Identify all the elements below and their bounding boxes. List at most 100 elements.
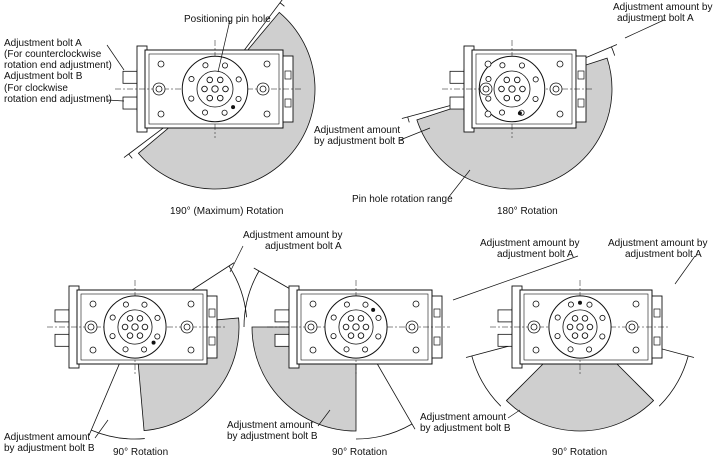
adjust-arc-a	[658, 355, 689, 407]
center-hole	[347, 315, 355, 322]
center-hole	[222, 85, 229, 93]
body-mounting-hole	[556, 110, 564, 118]
center-hole	[586, 323, 594, 331]
leader-pin-range	[447, 169, 471, 199]
table-mounting-hole	[122, 301, 129, 308]
table-mounting-hole	[188, 76, 195, 83]
caption-180-rotation: 180° Rotation	[497, 206, 558, 217]
table-mounting-hole	[202, 62, 209, 69]
label-amount-a-bm-1: Adjustment amount by	[480, 238, 580, 249]
label-bolt-a-desc1: (For counterclockwise	[4, 49, 102, 60]
bracket	[433, 308, 441, 318]
table-mounting-hole	[554, 333, 561, 340]
body-mounting-hole	[412, 300, 420, 308]
actuator-190	[115, 0, 316, 190]
body-mounting-hole	[89, 300, 97, 308]
label-amount-a-br-2: adjustment bolt A	[625, 249, 702, 260]
center-hole	[581, 332, 589, 339]
label-amount-a-top-right-2: adjustment bolt A	[617, 13, 694, 24]
table-mounting-hole	[343, 346, 350, 353]
table-mounting-hole	[375, 333, 382, 340]
adjust-arc-b	[471, 355, 502, 407]
table-mounting-hole	[362, 301, 369, 308]
center-hole	[357, 315, 365, 322]
adjust-arc-a	[611, 46, 616, 56]
label-pin-hole-range: Pin hole rotation range	[352, 194, 453, 205]
leader-positioning-pin	[217, 19, 231, 73]
center-bore	[211, 85, 219, 93]
leader-bolt-a	[106, 44, 125, 71]
adjustment-bolt-b	[54, 333, 70, 347]
label-amount-b-top-1: Adjustment amount	[314, 125, 401, 136]
adjust-arc-a	[355, 423, 413, 440]
table-mounting-hole	[235, 76, 242, 83]
center-hole	[136, 332, 144, 339]
leader-amount-a-top	[624, 19, 665, 39]
leader-amount-a-bm	[452, 255, 579, 301]
adjustment-bolt-b	[122, 96, 138, 110]
body-mounting-hole	[157, 110, 165, 118]
adjust-arc-a	[279, 2, 285, 7]
label-bolt-b-desc2: rotation end adjustment)	[4, 94, 112, 105]
leader-amount-b-bl	[94, 419, 109, 439]
port-left-inner	[482, 85, 490, 93]
label-amount-b-bm-1: Adjustment amount	[227, 420, 314, 431]
adjustment-bolt-a	[274, 309, 290, 323]
center-hole	[498, 85, 505, 93]
bracket	[653, 336, 661, 346]
center-hole	[216, 94, 224, 102]
table-mounting-hole	[532, 95, 539, 102]
body-mounting-hole	[412, 346, 420, 354]
table-mounting-hole	[109, 333, 116, 340]
positioning-pin-hole	[151, 340, 156, 345]
positioning-pin-hole	[231, 105, 236, 110]
table-mounting-hole	[109, 314, 116, 321]
port-left-inner	[155, 85, 163, 93]
body-mounting-hole	[632, 300, 640, 308]
body-mounting-hole	[484, 60, 492, 68]
center-hole	[503, 76, 511, 84]
positioning-pin-hole	[578, 300, 582, 305]
leader-bolt-b	[106, 99, 125, 102]
caption-90-rotation-2: 90° Rotation	[332, 447, 388, 458]
leader-amount-b-br	[507, 409, 521, 419]
center-bore	[131, 323, 139, 331]
body-mounting-hole	[263, 60, 271, 68]
label-amount-b-bl-1: Adjustment amount	[4, 432, 91, 443]
adjust-arc-b	[91, 429, 145, 440]
center-hole	[571, 332, 579, 339]
adjustment-bolt-b	[497, 333, 513, 347]
body-mounting-hole	[632, 346, 640, 354]
center-bore	[352, 323, 360, 331]
center-hole	[342, 323, 350, 331]
table-mounting-hole	[330, 314, 337, 321]
label-amount-a-bl-2: adjustment bolt A	[265, 241, 342, 252]
body-mounting-hole	[157, 60, 165, 68]
table-mounting-hole	[221, 62, 228, 69]
bracket	[208, 336, 216, 346]
label-bolt-b-desc1: (For clockwise	[4, 83, 68, 94]
label-amount-a-bl-1: Adjustment amount by	[243, 230, 343, 241]
port-right-inner	[408, 323, 416, 331]
label-amount-b-bm-2: by adjustment bolt B	[227, 431, 318, 442]
port-right-inner	[259, 85, 267, 93]
label-bolt-a-desc2: rotation end adjustment)	[4, 60, 112, 71]
leader-amount-a-br	[674, 255, 696, 285]
table-mounting-hole	[141, 301, 148, 308]
table-mounting-hole	[567, 346, 574, 353]
label-amount-a-br-1: Adjustment amount by	[608, 238, 708, 249]
adjustment-bolt-b	[274, 333, 290, 347]
port-right-inner	[628, 323, 636, 331]
body-mounting-hole	[309, 346, 317, 354]
positioning-pin-hole	[371, 307, 376, 312]
center-hole	[201, 85, 208, 93]
table-mounting-hole	[122, 346, 129, 353]
caption-90-rotation-1: 90° Rotation	[113, 447, 169, 458]
port-right-inner	[183, 323, 191, 331]
adjustment-bolt-a	[54, 309, 70, 323]
label-positioning-pin-hole: Positioning pin hole	[184, 14, 271, 25]
actuator-90-b	[243, 267, 450, 440]
center-hole	[206, 94, 214, 102]
table-mounting-hole	[154, 314, 161, 321]
leader-amount-b-top	[399, 127, 431, 141]
